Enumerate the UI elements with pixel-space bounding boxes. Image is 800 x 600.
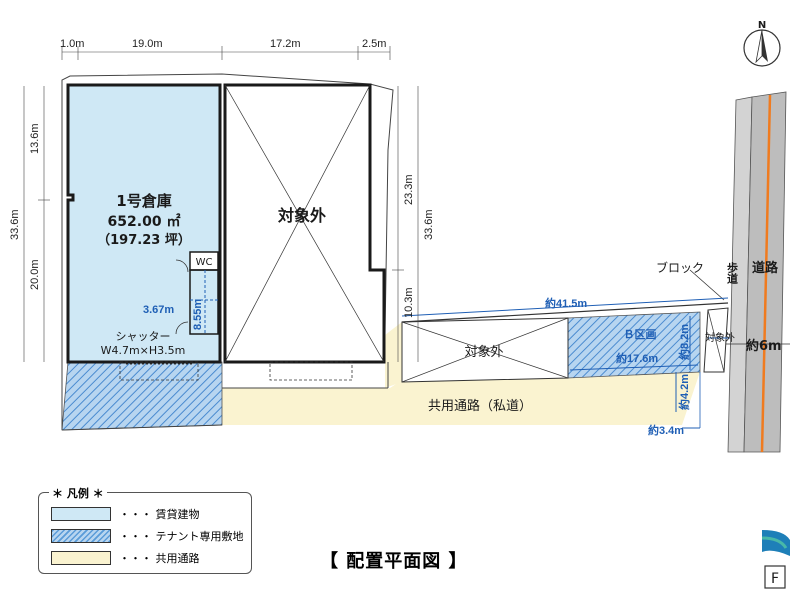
top-dim-4: 2.5m (362, 38, 386, 50)
left-dim-2: 33.6m (9, 209, 21, 240)
mid-dim-3: 10.3m (403, 287, 415, 318)
warehouse-dim-width: 3.67m (143, 304, 174, 316)
sidewalk-label: 歩道 (726, 261, 739, 285)
top-dim-3: 17.2m (270, 38, 301, 50)
north-arrow-icon: N (743, 20, 781, 67)
inner-room (189, 269, 219, 335)
logo-icon (761, 530, 790, 556)
top-dim-2: 19.0m (132, 38, 163, 50)
warehouse-area-tsubo: （197.23 坪） (97, 232, 191, 248)
left-dim-1: 13.6m (29, 123, 41, 154)
b-dim-depth: 約8.2m (677, 324, 691, 360)
b-dim-length: 約41.5m (545, 296, 587, 310)
common-road-label: 共用通路（私道） (428, 398, 532, 414)
shutter-size: W4.7m×H3.5m (101, 344, 186, 357)
legend-swatch-building (51, 507, 111, 521)
lot-outline-bottom (61, 424, 223, 431)
door-arc-2 (175, 321, 189, 335)
excluded-label: 対象外 (277, 206, 326, 225)
dim-line-41-5 (401, 297, 729, 317)
left-dim-3: 20.0m (29, 259, 41, 290)
b-dim-right: 約4.2m (677, 374, 691, 410)
shutter-label: シャッター (116, 330, 171, 343)
svg-text:F: F (771, 571, 779, 587)
road-width: 約6m (746, 338, 782, 354)
excluded-label-right: 対象外 (464, 345, 503, 360)
legend-title: ＊ 凡例 ＊ (49, 485, 107, 501)
f-badge-icon: F (764, 565, 786, 589)
warehouse-1-building (66, 83, 222, 364)
top-dim-1: 1.0m (60, 38, 84, 50)
tenant-site-front (61, 361, 223, 431)
b-section-name: Ｂ区画 (624, 328, 657, 341)
common-road-main (222, 372, 700, 425)
excluded-right-cross-2 (401, 317, 569, 383)
excluded-entrance (269, 361, 353, 381)
legend-row-tenant: ・・・ テナント専用敷地 (51, 529, 244, 543)
legend-row-road: ・・・ 共用通路 (51, 551, 200, 565)
page-title: 【 配置平面図 】 (320, 551, 468, 572)
north-label: N (758, 20, 766, 31)
block-wall (401, 302, 729, 323)
mid-dim-1: 23.3m (403, 174, 415, 205)
lot-outline (61, 73, 394, 430)
door-arc (175, 259, 189, 273)
excluded-label-small: 対象外 (705, 331, 735, 344)
b-dim-inner: 約17.6m (616, 351, 658, 365)
wc-label: WC (196, 257, 213, 268)
warehouse-area-m2: 652.00 ㎡ (108, 213, 181, 230)
shutter-opening (119, 361, 199, 381)
excluded-small-cross (707, 309, 725, 373)
legend-row-building: ・・・ 賃貸建物 (51, 507, 200, 521)
block-label: ブロック (656, 260, 704, 275)
b-dim-bottom: 約3.4m (648, 423, 684, 437)
warehouse-name: 1号倉庫 (116, 192, 171, 210)
road-centerline (760, 94, 772, 453)
legend-label-tenant: ・・・ テナント専用敷地 (119, 530, 244, 543)
legend-box: ＊ 凡例 ＊ ・・・ 賃貸建物 ・・・ テナント専用敷地 ・・・ 共用通路 (38, 485, 252, 574)
legend-swatch-road (51, 551, 111, 565)
road-label: 道路 (752, 260, 779, 276)
mid-dim-2: 33.6m (423, 209, 435, 240)
excluded-cross-1 (224, 84, 385, 363)
legend-swatch-tenant (51, 529, 111, 543)
block-leader (689, 269, 725, 301)
excluded-cross-2 (224, 84, 371, 363)
legend-label-building: ・・・ 賃貸建物 (119, 508, 200, 521)
dim-line-17-6 (569, 364, 699, 371)
warehouse-dim-height: 8.55m (192, 299, 204, 330)
legend-label-road: ・・・ 共用通路 (119, 552, 200, 565)
